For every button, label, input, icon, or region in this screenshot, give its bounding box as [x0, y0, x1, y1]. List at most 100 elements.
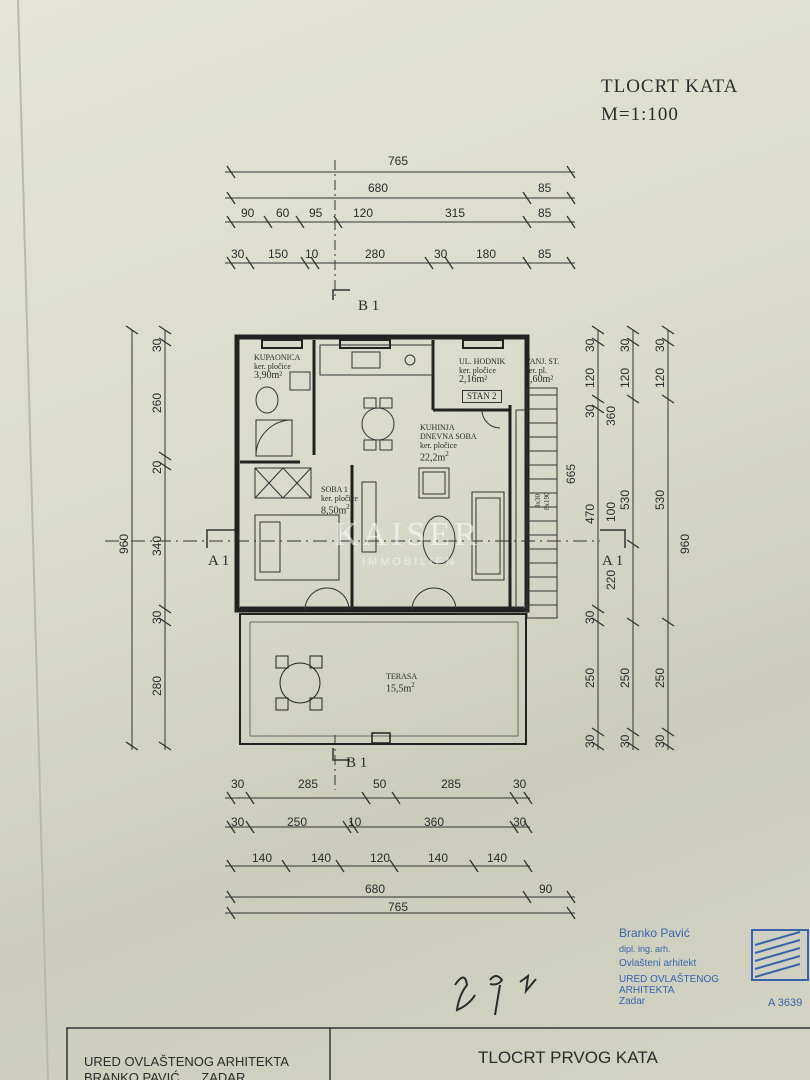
- dim-r3-530: 530: [653, 489, 667, 510]
- dim-top-total: 765: [388, 154, 409, 168]
- room-area-sup: 2: [346, 503, 350, 511]
- room-floor: ker. pločice: [254, 362, 291, 371]
- room-stan: STAN 2: [462, 390, 502, 403]
- dim-top-280: 280: [365, 247, 386, 261]
- dim-top-150: 150: [268, 247, 289, 261]
- room-area: 8,50m: [321, 505, 347, 517]
- dim-bot-30d: 30: [513, 815, 527, 829]
- dim-r3-30a: 30: [653, 338, 667, 352]
- dim-bot-140d: 140: [487, 851, 508, 865]
- dim-top-90: 90: [241, 206, 255, 220]
- dim-top-180: 180: [476, 247, 497, 261]
- footer-drawing-title: TLOCRT PRVOG KATA: [478, 1048, 658, 1067]
- dim-bot-120: 120: [370, 851, 391, 865]
- watermark-brand: KAISER: [334, 516, 481, 553]
- dim-r1-30d: 30: [583, 734, 597, 748]
- room-area-sup: 2: [411, 681, 415, 689]
- plan-scale: M=1:100: [601, 104, 679, 125]
- dim-r1-360: 360: [604, 405, 618, 426]
- dim-left-260: 260: [150, 392, 164, 413]
- stamp-office-2: ARHITEKTA: [619, 985, 675, 996]
- dim-r3-250: 250: [653, 667, 667, 688]
- stamp-number: A 3639: [768, 997, 803, 1009]
- dim-r1-120: 120: [583, 367, 597, 388]
- dim-r1-100: 100: [604, 501, 618, 522]
- room-name: UL. HODNIK: [459, 357, 506, 366]
- dim-bot-30a: 30: [231, 777, 245, 791]
- section-a1-right: A 1: [602, 553, 624, 569]
- stamp-office-1: URED OVLAŠTENOG: [619, 974, 720, 985]
- dim-top-30b: 30: [434, 247, 448, 261]
- dim-bot-total: 765: [388, 900, 409, 914]
- dim-r1-30b: 30: [583, 404, 597, 418]
- footer-office: URED OVLAŠTENOG ARHITEKTA: [84, 1054, 289, 1069]
- dim-bot-10: 10: [348, 815, 362, 829]
- dim-bot-90: 90: [539, 882, 553, 896]
- stair-note-1: 8x30: [534, 494, 542, 508]
- dim-r1-665: 665: [564, 463, 578, 484]
- section-b1-bottom: B 1: [346, 755, 368, 771]
- room-area: 2,16m²: [459, 374, 488, 385]
- room-area-wrap: 22,2m2: [420, 450, 477, 463]
- room-hodnik: UL. HODNIK ker. pločice 2,16m²: [459, 357, 506, 385]
- room-area-sup: 2: [445, 450, 449, 458]
- room-terasa: TERASA 15,5m2: [386, 672, 418, 695]
- dim-bot-285a: 285: [298, 777, 319, 791]
- dim-left-960: 960: [117, 533, 131, 554]
- dim-r2-30a: 30: [618, 338, 632, 352]
- dim-bot-140a: 140: [252, 851, 273, 865]
- section-a1-left: A 1: [208, 553, 230, 569]
- room-area: 3,90m²: [254, 370, 283, 381]
- dim-top-85c: 85: [538, 247, 552, 261]
- dim-r2-530: 530: [618, 489, 632, 510]
- dim-bot-140c: 140: [428, 851, 449, 865]
- dim-bot-285b: 285: [441, 777, 462, 791]
- dim-top-85a: 85: [538, 181, 552, 195]
- room-name: KUPAONICA: [254, 353, 301, 362]
- room-floor: ker. pl.: [525, 366, 547, 375]
- dim-bot-140b: 140: [311, 851, 332, 865]
- room-area-wrap: 8,50m2: [321, 503, 358, 517]
- dim-top-85b: 85: [538, 206, 552, 220]
- room-area-wrap: 15,5m2: [386, 681, 417, 695]
- room-name: TERASA: [386, 672, 418, 681]
- dim-bot-680: 680: [365, 882, 386, 896]
- stamp-role: Ovlašteni arhitekt: [619, 958, 697, 969]
- dim-left-340: 340: [150, 535, 164, 556]
- dim-r3-30b: 30: [653, 734, 667, 748]
- dim-bot-250: 250: [287, 815, 308, 829]
- room-name: VANJ. ST.: [525, 357, 560, 366]
- room-kupaonica: KUPAONICA ker. pločice 3,90m²: [254, 353, 301, 381]
- dim-top-30a: 30: [231, 247, 245, 261]
- dim-r1-250: 250: [583, 667, 597, 688]
- dim-bot-30c: 30: [231, 815, 245, 829]
- dim-top-315: 315: [445, 206, 466, 220]
- dim-r1-30c: 30: [583, 610, 597, 624]
- stamp-city: Zadar: [619, 996, 646, 1007]
- dim-r1-220: 220: [604, 569, 618, 590]
- dim-r2-120: 120: [618, 367, 632, 388]
- signature-scribble: [454, 973, 537, 1016]
- dim-r2-250: 250: [618, 667, 632, 688]
- dim-top-680: 680: [368, 181, 389, 195]
- stamp-logo: [751, 929, 809, 981]
- footer-office-2: BRANKO PAVIĆ, ... ZADAR: [84, 1070, 246, 1080]
- stamp-name: Branko Pavić: [619, 926, 690, 940]
- room-area: 15,5m: [386, 683, 412, 695]
- dim-left-30a: 30: [150, 338, 164, 352]
- plan-title: TLOCRT KATA: [601, 76, 739, 97]
- dim-top-60: 60: [276, 206, 290, 220]
- room-kuhinja: KUHINJA DNEVNA SOBA ker. pločice 22,2m2: [420, 423, 477, 463]
- dim-top-95: 95: [309, 206, 323, 220]
- room-vanjske: VANJ. ST. ker. pl. 5,60m²: [525, 357, 560, 385]
- section-b1-top: B 1: [358, 298, 380, 314]
- room-area: 5,60m²: [525, 374, 554, 385]
- room-name: KUHINJA: [420, 423, 455, 432]
- dim-r1-470: 470: [583, 503, 597, 524]
- dim-r2-30b: 30: [618, 734, 632, 748]
- stamp-title: dipl. ing. arh.: [619, 944, 671, 954]
- dim-top-10: 10: [305, 247, 319, 261]
- dim-left-30b: 30: [150, 610, 164, 624]
- dim-left-20: 20: [150, 460, 164, 474]
